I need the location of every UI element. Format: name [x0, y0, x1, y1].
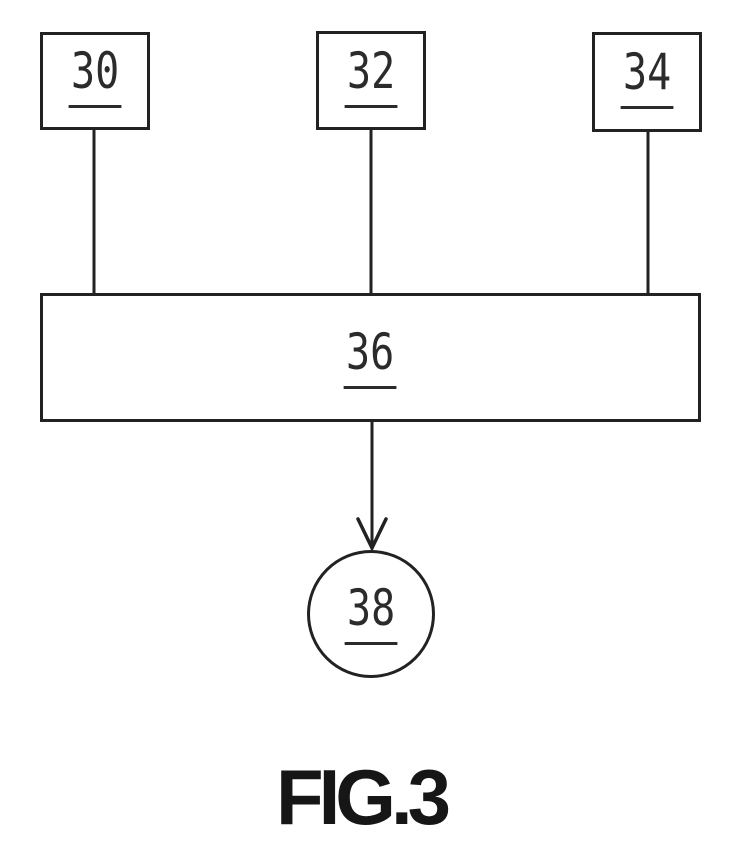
arrow-36-38-head — [356, 517, 388, 553]
node-box-36: 36 — [40, 293, 701, 422]
node-box-30: 30 — [40, 32, 150, 130]
node-label-34: 34 — [620, 47, 674, 109]
figure-caption: FIG.3 — [275, 753, 451, 841]
node-circle-38: 38 — [307, 550, 435, 678]
node-box-34: 34 — [592, 32, 702, 132]
node-label-38: 38 — [344, 583, 398, 645]
node-label-30: 30 — [68, 46, 122, 108]
node-box-32: 32 — [316, 31, 426, 130]
node-label-36: 36 — [344, 327, 397, 389]
node-label-32: 32 — [344, 46, 398, 108]
